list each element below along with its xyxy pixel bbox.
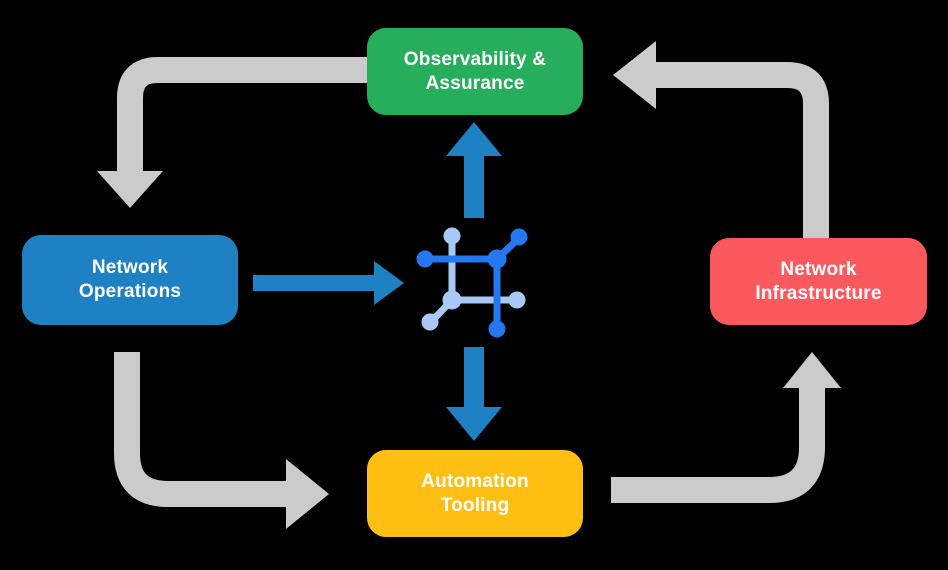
icon-node xyxy=(443,227,461,245)
arrowhead-up-icon xyxy=(446,122,502,156)
arrow-observability-to-operations xyxy=(97,57,368,208)
arrowhead-up-icon xyxy=(783,352,841,388)
arrow-center-to-observability xyxy=(446,122,502,218)
node-label-line: Operations xyxy=(78,281,182,302)
node-network-operations: Network Operations xyxy=(22,235,238,325)
icon-node xyxy=(510,228,528,246)
arrow-shaft xyxy=(656,62,829,240)
icon-node xyxy=(488,320,506,338)
node-label-line: Assurance xyxy=(425,72,525,94)
icon-node xyxy=(421,313,439,331)
arrowhead-right-icon xyxy=(286,459,329,529)
arrow-shaft xyxy=(117,57,368,173)
node-label-line: Network xyxy=(91,257,169,278)
arrow-shaft xyxy=(611,388,825,503)
network-automation-icon xyxy=(416,227,528,338)
icon-node xyxy=(508,291,526,309)
node-observability-assurance: Observability & Assurance xyxy=(367,28,583,115)
arrow-shaft xyxy=(114,352,286,507)
arrow-automation-to-infrastructure xyxy=(611,352,841,503)
arrow-center-to-automation xyxy=(446,347,502,441)
arrowhead-right-icon xyxy=(374,261,404,305)
node-automation-tooling: Automation Tooling xyxy=(367,450,583,537)
arrowhead-down-icon xyxy=(446,407,502,441)
node-label-line: Infrastructure xyxy=(755,282,882,304)
icon-node xyxy=(416,250,434,268)
node-label-line: Tooling xyxy=(440,494,510,516)
node-label-line: Automation xyxy=(421,470,529,492)
arrow-infrastructure-to-observability xyxy=(613,41,829,240)
arrow-operations-to-center xyxy=(253,261,404,305)
icon-node xyxy=(442,290,462,310)
node-network-infrastructure: Network Infrastructure xyxy=(710,238,927,325)
arrow-operations-to-automation xyxy=(114,352,329,529)
node-label-line: Network xyxy=(780,258,857,280)
arrowhead-down-icon xyxy=(97,171,163,208)
icon-node xyxy=(487,249,507,269)
arrowhead-left-icon xyxy=(613,41,656,109)
node-label-line: Observability & xyxy=(403,48,547,70)
